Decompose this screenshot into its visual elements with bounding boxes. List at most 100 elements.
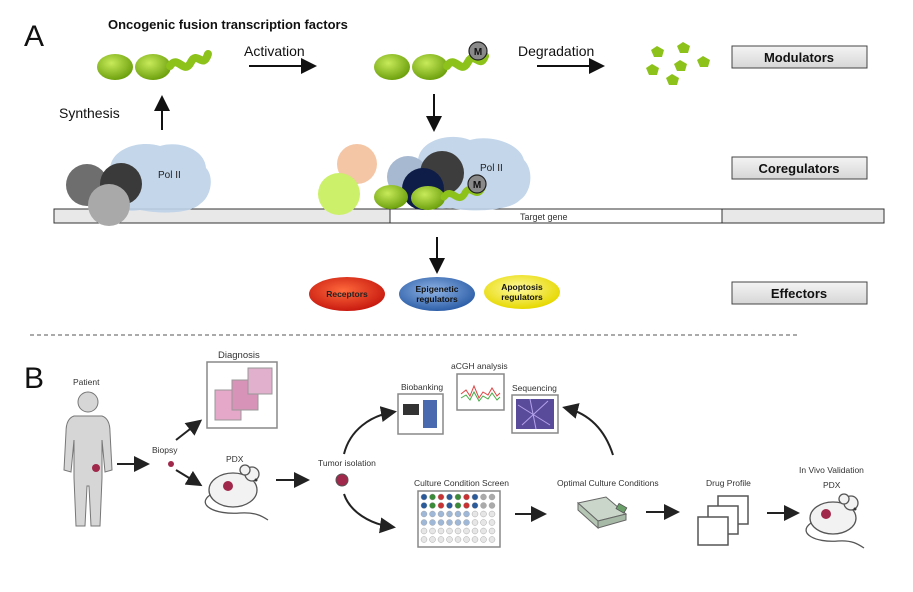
plate-well [480,519,487,526]
in-vivo-label: In Vivo Validation [799,465,864,475]
culture-flask [576,496,628,530]
plate-well [446,510,453,518]
effectors-box: Effectors [731,281,868,305]
plate-well [463,536,470,543]
sequencing-label: Sequencing [512,383,557,393]
plate-well [437,510,445,518]
degraded-fragments [646,42,710,85]
degradation-label: Degradation [518,43,594,59]
patient-label: Patient [73,377,100,387]
pol-ii-complex-left: Pol II [66,144,211,226]
modification-badge-top-label: M [474,47,482,58]
plate-well [471,519,479,526]
panel-a-letter: A [24,20,44,53]
plate-well [420,502,428,509]
effector-receptors: Receptors [309,277,385,311]
pdx-mouse [204,464,269,521]
plate-well [437,519,445,526]
plate-well [480,510,487,518]
plate-well [463,493,470,501]
plate-well [446,527,453,535]
plate-well [463,527,470,535]
plate-well [437,493,445,501]
plate-well [429,502,436,509]
plate-well [480,527,487,535]
effector-receptors-label: Receptors [326,289,368,299]
in-vivo-mouse [805,493,865,549]
diagnosis-slides [206,361,278,429]
patient-silhouette [63,391,113,527]
culture-plate [417,490,501,548]
panel-b: B Patient Biopsy Diagnosis PDX [24,350,865,549]
modification-badge-mid-label: M [473,180,481,191]
synthesis-label: Synthesis [59,105,120,121]
biopsy-to-pdx-arrow [175,469,203,487]
effector-apoptosis: Apoptosis regulators [484,275,560,309]
plate-well [480,502,487,509]
panel-a: A Oncogenic fusion transcription factors… [24,17,885,311]
plate-well [454,519,462,526]
plate-well [480,493,487,501]
panel-a-title: Oncogenic fusion transcription factors [108,17,348,32]
acgh-label: aCGH analysis [451,361,508,371]
plate-well [488,510,496,518]
isolated-tumor [335,473,349,487]
panel-b-letter: B [24,362,44,395]
modulators-box: Modulators [731,45,868,69]
plate-well [446,493,453,501]
biopsy-sample [168,461,174,467]
effectors-label: Effectors [771,286,827,301]
effector-epigenetic-label-1: Epigenetic [416,284,459,294]
plate-well [446,502,453,509]
plate-well [420,527,428,535]
plate-well [454,536,462,543]
plate-well [463,510,470,518]
target-gene-region [389,208,723,224]
plate-well [488,502,496,509]
plate-well [429,519,436,526]
plate-well [454,527,462,535]
modulators-label: Modulators [764,50,834,65]
plate-well [480,536,487,543]
drug-profile-label: Drug Profile [706,478,751,488]
optimal-to-sequencing-arrow [562,403,614,456]
plate-well [437,502,445,509]
biobanking-panel [397,393,444,435]
pdx-label: PDX [226,454,244,464]
sequencing-panel [511,394,559,434]
tumor-isolation-label: Tumor isolation [318,458,376,468]
plate-well [420,493,428,501]
plate-well [463,502,470,509]
plate-well [437,527,445,535]
effector-apoptosis-label-2: regulators [501,292,543,302]
plate-well [446,519,453,526]
pol-ii-complex-right: Pol II M [318,136,531,215]
plate-well [429,510,436,518]
biopsy-to-diagnosis-arrow [175,419,203,441]
plate-well [488,493,496,501]
pol-ii-label-right: Pol II [480,163,503,174]
activation-label: Activation [244,43,305,59]
plate-well [463,519,470,526]
plate-well [420,519,428,526]
coregulators-box: Coregulators [731,156,868,180]
plate-well [454,493,462,501]
isolation-to-screen-arrow [343,493,396,534]
coregulators-label: Coregulators [759,161,840,176]
biopsy-label: Biopsy [152,445,178,455]
biobanking-label: Biobanking [401,382,443,392]
plate-well [437,536,445,543]
plate-well [488,519,496,526]
plate-well [429,536,436,543]
effector-apoptosis-label-1: Apoptosis [501,282,543,292]
plate-well [471,527,479,535]
plate-well [471,493,479,501]
plate-well [471,502,479,509]
fusion-protein-inactive [97,50,212,80]
plate-well [446,536,453,543]
plate-well [420,536,428,543]
plate-well [488,527,496,535]
culture-screen-label: Culture Condition Screen [414,478,509,488]
diagnosis-label: Diagnosis [218,350,260,361]
